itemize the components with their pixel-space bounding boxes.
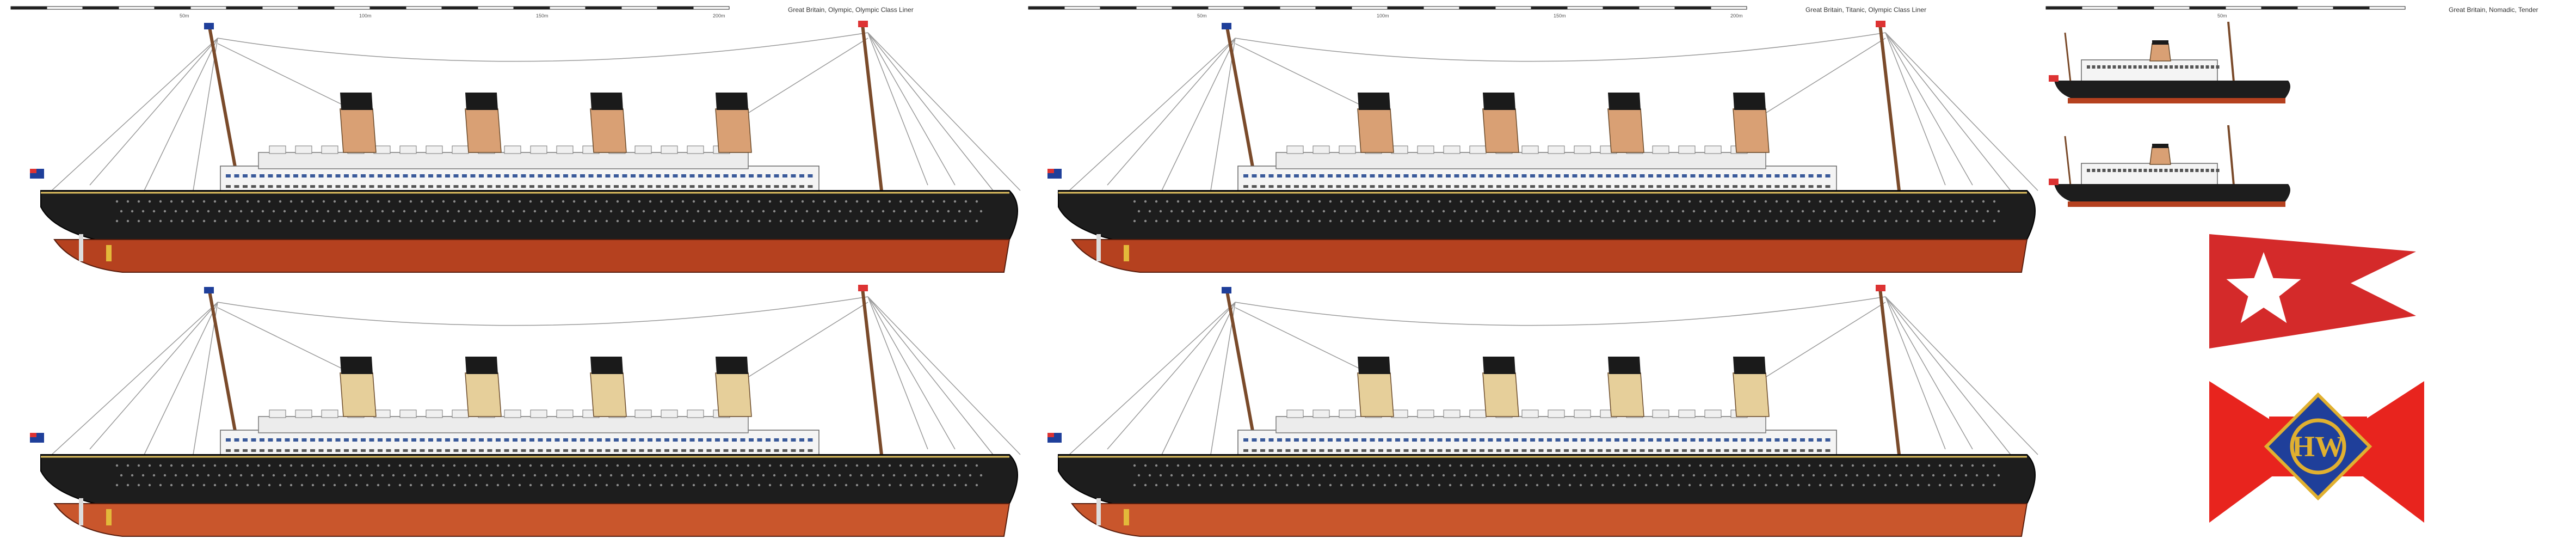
foremast-flag: [204, 23, 214, 29]
olympic-profile-1911: [30, 21, 1021, 273]
funnel-2: [1482, 93, 1519, 153]
foremast: [1225, 291, 1259, 455]
nomadic-profile-2: [2049, 125, 2290, 207]
scale-bar-nomadic: [2045, 6, 2406, 10]
rigging: [51, 296, 1021, 455]
tender-deckhouse: [2081, 59, 2218, 82]
mainmast: [861, 24, 883, 191]
white-star-line-burgee: [2209, 234, 2416, 348]
funnel-4: [715, 93, 752, 153]
foremast: [208, 291, 241, 455]
olympic-profile-later: [30, 285, 1021, 537]
panel-title-nomadic: Great Britain, Nomadic, Tender: [2449, 6, 2538, 14]
funnel-1: [340, 357, 377, 417]
rigging: [1069, 296, 2038, 455]
funnel-4: [1733, 357, 1770, 417]
scale-label-olympic-100m: 100m: [359, 13, 372, 19]
tender-hull: [2054, 184, 2290, 201]
tender-funnel: [2149, 146, 2171, 165]
scale-label-titanic-50m: 50m: [1197, 13, 1207, 19]
foremast-flag: [1222, 287, 1231, 293]
tender-mast: [2227, 125, 2235, 186]
hull-lower: [1071, 503, 2028, 537]
funnel-3: [1607, 357, 1644, 417]
titanic-profile-1912: [1047, 21, 2038, 273]
rudder-marks: [79, 234, 83, 261]
boat-deck: [258, 416, 749, 433]
funnel-2: [1482, 357, 1519, 417]
boat-deck: [1275, 152, 1766, 169]
boat-deck: [258, 152, 749, 169]
titanic-profile-alt: [1047, 285, 2038, 537]
tender-boot-top: [2068, 98, 2285, 103]
tender-boot-top: [2068, 201, 2285, 207]
rudder-marks: [79, 498, 83, 525]
funnel-3: [590, 93, 627, 153]
funnel-3: [1607, 93, 1644, 153]
foremast-flag: [1222, 23, 1231, 29]
hull-lower: [53, 503, 1010, 537]
propeller: [1124, 509, 1129, 525]
funnel-1: [1357, 357, 1394, 417]
scale-label-titanic-200m: 200m: [1730, 13, 1743, 19]
propeller: [106, 509, 112, 525]
mainmast-flag: [1876, 285, 1885, 291]
panel-title-olympic: Great Britain, Olympic, Olympic Class Li…: [788, 6, 914, 14]
mainmast: [861, 288, 883, 455]
funnel-2: [465, 357, 502, 417]
hull-upper: [1058, 454, 2036, 504]
panel-title-titanic: Great Britain, Titanic, Olympic Class Li…: [1805, 6, 1927, 14]
harland-and-wolff-flag: HW: [2209, 381, 2424, 523]
foremast: [1225, 27, 1259, 191]
rudder-marks: [1096, 234, 1101, 261]
funnel-4: [715, 357, 752, 417]
boat-deck: [1275, 416, 1766, 433]
funnel-2: [465, 93, 502, 153]
tender-ensign: [2049, 179, 2059, 185]
ring-emblem: [2290, 418, 2346, 475]
scale-label-nomadic-50m: 50m: [2217, 13, 2227, 19]
propeller: [1124, 245, 1129, 261]
mainmast-flag: [858, 285, 868, 291]
mainmast: [1878, 24, 1901, 191]
funnel-3: [590, 357, 627, 417]
foremast: [208, 27, 241, 191]
hull-upper: [1058, 190, 2036, 240]
hw-monogram: HW: [2292, 430, 2344, 463]
rigging: [51, 32, 1021, 191]
tender-deckhouse: [2081, 163, 2218, 186]
nomadic-profile-1: [2049, 21, 2290, 103]
mainmast-flag: [858, 21, 868, 27]
tender-mast: [2227, 21, 2235, 82]
mainmast-flag: [1876, 21, 1885, 27]
scale-label-titanic-100m: 100m: [1377, 13, 1389, 19]
star-icon: [2226, 252, 2301, 323]
hull-lower: [1071, 239, 2028, 273]
tender-ensign: [2049, 75, 2059, 82]
funnel-1: [340, 93, 377, 153]
funnel-4: [1733, 93, 1770, 153]
scale-bar-olympic: [10, 6, 730, 10]
hull-lower: [53, 239, 1010, 273]
scale-bar-titanic: [1028, 6, 1747, 10]
tender-funnel: [2149, 43, 2171, 62]
hull-upper: [40, 190, 1018, 240]
tender-hull: [2054, 81, 2290, 98]
scale-label-olympic-50m: 50m: [180, 13, 189, 19]
scale-label-titanic-150m: 150m: [1554, 13, 1566, 19]
tender-aft-mast: [2064, 32, 2072, 82]
tender-aft-mast: [2064, 136, 2072, 186]
funnel-1: [1357, 93, 1394, 153]
diamond-emblem: [2264, 392, 2372, 501]
rigging: [1069, 32, 2038, 191]
rudder-marks: [1096, 498, 1101, 525]
hull-upper: [40, 454, 1018, 504]
propeller: [106, 245, 112, 261]
scale-label-olympic-150m: 150m: [536, 13, 549, 19]
mainmast: [1878, 288, 1901, 455]
foremast-flag: [204, 287, 214, 293]
scale-label-olympic-200m: 200m: [713, 13, 725, 19]
